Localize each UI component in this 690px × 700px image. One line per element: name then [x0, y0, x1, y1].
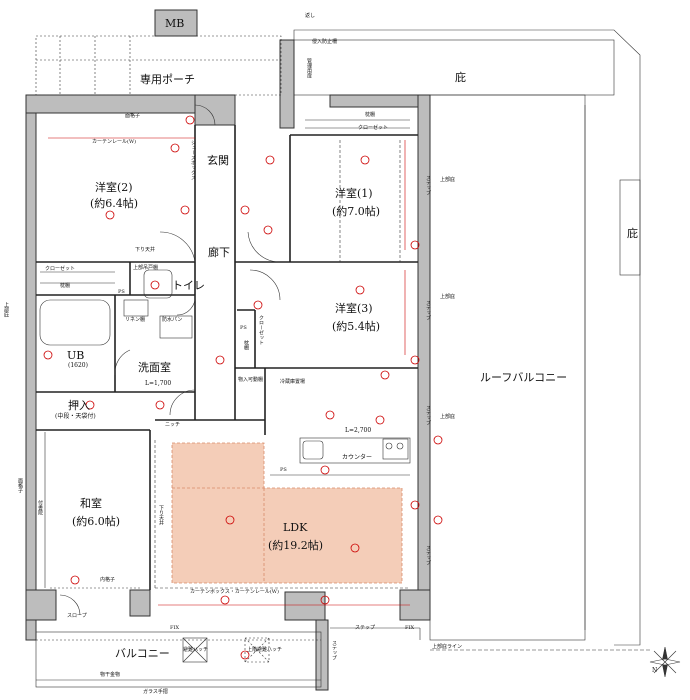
- face-lattice-top: 面格子: [125, 113, 141, 119]
- compass-n: N: [652, 667, 658, 674]
- detail-lines: [35, 29, 650, 688]
- western2-name: 洋室(2): [95, 181, 133, 194]
- hallway-label: 廊下: [208, 246, 230, 259]
- western3-name: 洋室(3): [335, 302, 373, 315]
- closet-storage-name: 押入: [68, 399, 90, 412]
- shoebox-label: シューズボックス: [190, 140, 196, 180]
- fix-1: FIX: [170, 625, 180, 631]
- shelf-w3: 枕棚: [243, 340, 249, 350]
- western3-size: (約5.4帖): [332, 320, 381, 333]
- japanese-size: (約6.0帖): [72, 515, 121, 528]
- slope-label: スロープ: [67, 613, 87, 619]
- garden-top-label: 庇: [455, 71, 466, 84]
- toilet-label: トイレ: [172, 279, 205, 292]
- drop-ceiling-side: 下り天井: [158, 505, 164, 525]
- closet-w1: クローゼット: [358, 125, 389, 131]
- ldk-size: (約19.2帖): [268, 539, 324, 552]
- structural-walls: [25, 9, 431, 691]
- hatch-upper-label: 上階避難ハッチ: [247, 647, 283, 653]
- step-6: ステップ: [331, 640, 337, 660]
- upper-storage-label: 上部吊戸棚: [133, 265, 159, 271]
- curtain-rail-w2: カーテンレール(W): [92, 139, 137, 145]
- electrical-markers: [43, 115, 443, 660]
- closet-w2: クローゼット: [45, 266, 76, 272]
- ps-hall: PS: [240, 325, 247, 331]
- washroom-length: L=1,700: [145, 380, 172, 387]
- hatch-escape-label: 避難ハッチ: [183, 647, 209, 653]
- inner-lattice-label: 内格子: [100, 577, 116, 583]
- counter-label: カウンター: [342, 454, 373, 461]
- entrance-label: 玄関: [207, 154, 229, 167]
- face-lattice-side: 面格子: [17, 478, 23, 493]
- interior-walls: [36, 125, 418, 590]
- washroom-label: 洗面室: [138, 361, 171, 374]
- western2-size: (約6.4帖): [90, 197, 139, 210]
- hatch-symbols: [182, 637, 270, 663]
- shelf-w1: 枕棚: [365, 112, 376, 118]
- tokonoma-label: 付書院: [37, 500, 43, 515]
- upper-eave-4: 上部庇: [3, 302, 9, 317]
- western1-size: (約7.0帖): [332, 205, 381, 218]
- shelf-w2: 枕棚: [60, 283, 71, 289]
- porch-label: 専用ポーチ: [140, 73, 195, 86]
- door-swings: [59, 104, 281, 616]
- compass-rose: [649, 646, 681, 678]
- roof-balcony-label: ルーフバルコニー: [480, 371, 568, 384]
- meter-box-label: 管理用扉: [306, 58, 312, 78]
- closet-storage-note: (中段・天袋付): [55, 413, 96, 420]
- step-4: ステップ: [425, 545, 431, 565]
- ub-size: (1620): [68, 362, 88, 369]
- ps-kitchen: PS: [280, 467, 287, 473]
- western1-name: 洋室(1): [335, 187, 373, 200]
- upper-eave-2: 上部庇: [440, 294, 456, 300]
- intrusion-fence-label: 侵入防止柵: [312, 39, 338, 45]
- step-1: ステップ: [425, 175, 431, 195]
- fix-2: FIX: [405, 625, 415, 631]
- curtain-box-rail: カーテンボックス・カーテンレール(W): [190, 589, 279, 595]
- step-3: ステップ: [425, 405, 431, 425]
- ldk-floor-highlight: [171, 442, 403, 584]
- storage-mov-label: 物入可動棚: [238, 377, 264, 383]
- kitchen-length: L=2,700: [345, 427, 372, 434]
- mb-label: MB: [165, 17, 185, 30]
- upper-eave-1: 上部庇: [440, 177, 456, 183]
- pan-label: 防水パン: [162, 317, 183, 323]
- upper-eave-line: 上部庇ライン: [432, 644, 463, 650]
- balcony-label: バルコニー: [115, 647, 170, 660]
- glass-rail-label: ガラス手摺: [143, 689, 168, 695]
- step-2: ステップ: [425, 300, 431, 320]
- ps-toilet: PS: [118, 289, 125, 295]
- upper-eave-3: 上部庇: [440, 414, 456, 420]
- step-back-label: 返し: [305, 13, 316, 19]
- ldk-name: LDK: [283, 521, 308, 534]
- fridge-label: 冷蔵庫置場: [280, 379, 306, 385]
- linen-label: リネン棚: [125, 317, 146, 323]
- garden-right-label: 庇: [627, 227, 638, 240]
- handrail-label: 物干金物: [100, 672, 121, 678]
- ub-name: UB: [67, 349, 85, 362]
- closet-w3: クローゼット: [258, 315, 264, 345]
- niche-label: ニッチ: [165, 422, 181, 428]
- drop-ceiling-top: 下り天井: [135, 247, 156, 253]
- japanese-name: 和室: [80, 497, 102, 510]
- step-5: ステップ: [355, 625, 376, 631]
